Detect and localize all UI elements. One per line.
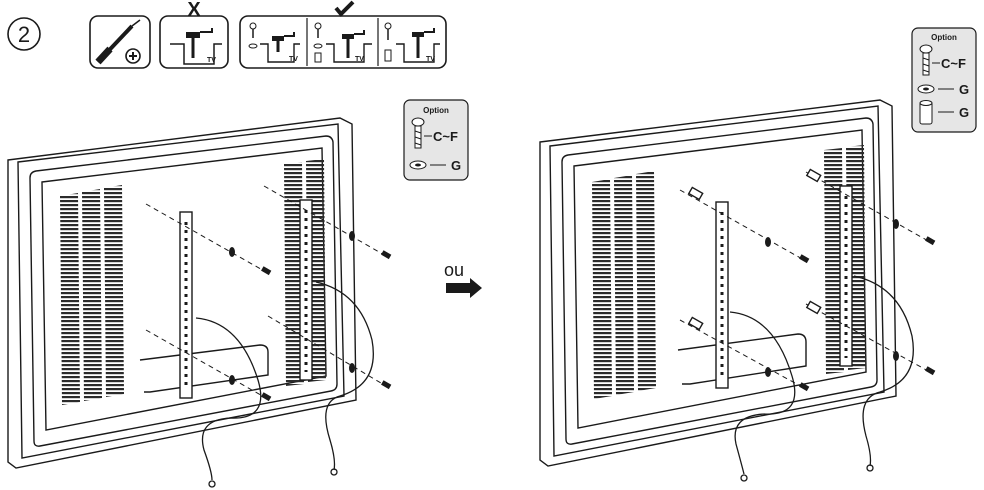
tv-label: TV [426, 56, 435, 63]
correct-screw-options-icon: TV check-icon TV TV [239, 0, 447, 69]
screw-parts [765, 219, 936, 392]
vent-grille-left [60, 185, 124, 405]
screw-alignment-lines [679, 171, 931, 389]
washer-icon [917, 84, 935, 94]
or-label: ou [444, 260, 464, 280]
or-arrow: ou [444, 260, 482, 298]
screw-washer-icon: TV [248, 22, 300, 63]
tv-label: TV [289, 56, 298, 63]
screw-label: C~F [433, 129, 458, 144]
screw-washer-spacer-icon: check-icon TV [313, 0, 372, 63]
option-title: Option [931, 33, 957, 42]
spacer-label: G [959, 105, 969, 120]
wall-bracket-right [839, 185, 853, 367]
tv-back-left [7, 117, 392, 488]
tv-label: TV [355, 56, 364, 63]
option-parts-box-right: Option C~F G G [911, 27, 977, 133]
wall-bracket-left [179, 211, 193, 399]
screw-long-icon: TV [384, 22, 440, 63]
washer-icon [409, 160, 427, 170]
spacers [687, 168, 822, 331]
tv-label: TV [207, 57, 216, 64]
washer-label: G [959, 82, 969, 97]
screw-alignment-lines [145, 185, 387, 399]
spacer-icon [919, 100, 933, 125]
safety-cords-left [195, 281, 374, 488]
screw-icon [411, 117, 425, 149]
screwdriver-phillips-icon [89, 15, 151, 69]
washer-label: G [451, 158, 461, 173]
vent-grille-left [592, 171, 656, 399]
step-number: 2 [18, 22, 30, 47]
screw-parts [229, 231, 392, 402]
safety-cords-right [729, 275, 914, 482]
screw-icon [919, 44, 933, 76]
wrong-mark: X [187, 0, 201, 21]
wrong-screw-length-icon: X TV [159, 0, 229, 69]
tv-back-right [539, 99, 936, 482]
wall-bracket-right [299, 199, 313, 381]
screw-label: C~F [941, 56, 966, 71]
step-indicator: 2 [7, 17, 41, 51]
option-title: Option [423, 106, 449, 115]
option-parts-box-left: Option C~F G [403, 99, 469, 181]
wall-bracket-left [715, 201, 729, 389]
